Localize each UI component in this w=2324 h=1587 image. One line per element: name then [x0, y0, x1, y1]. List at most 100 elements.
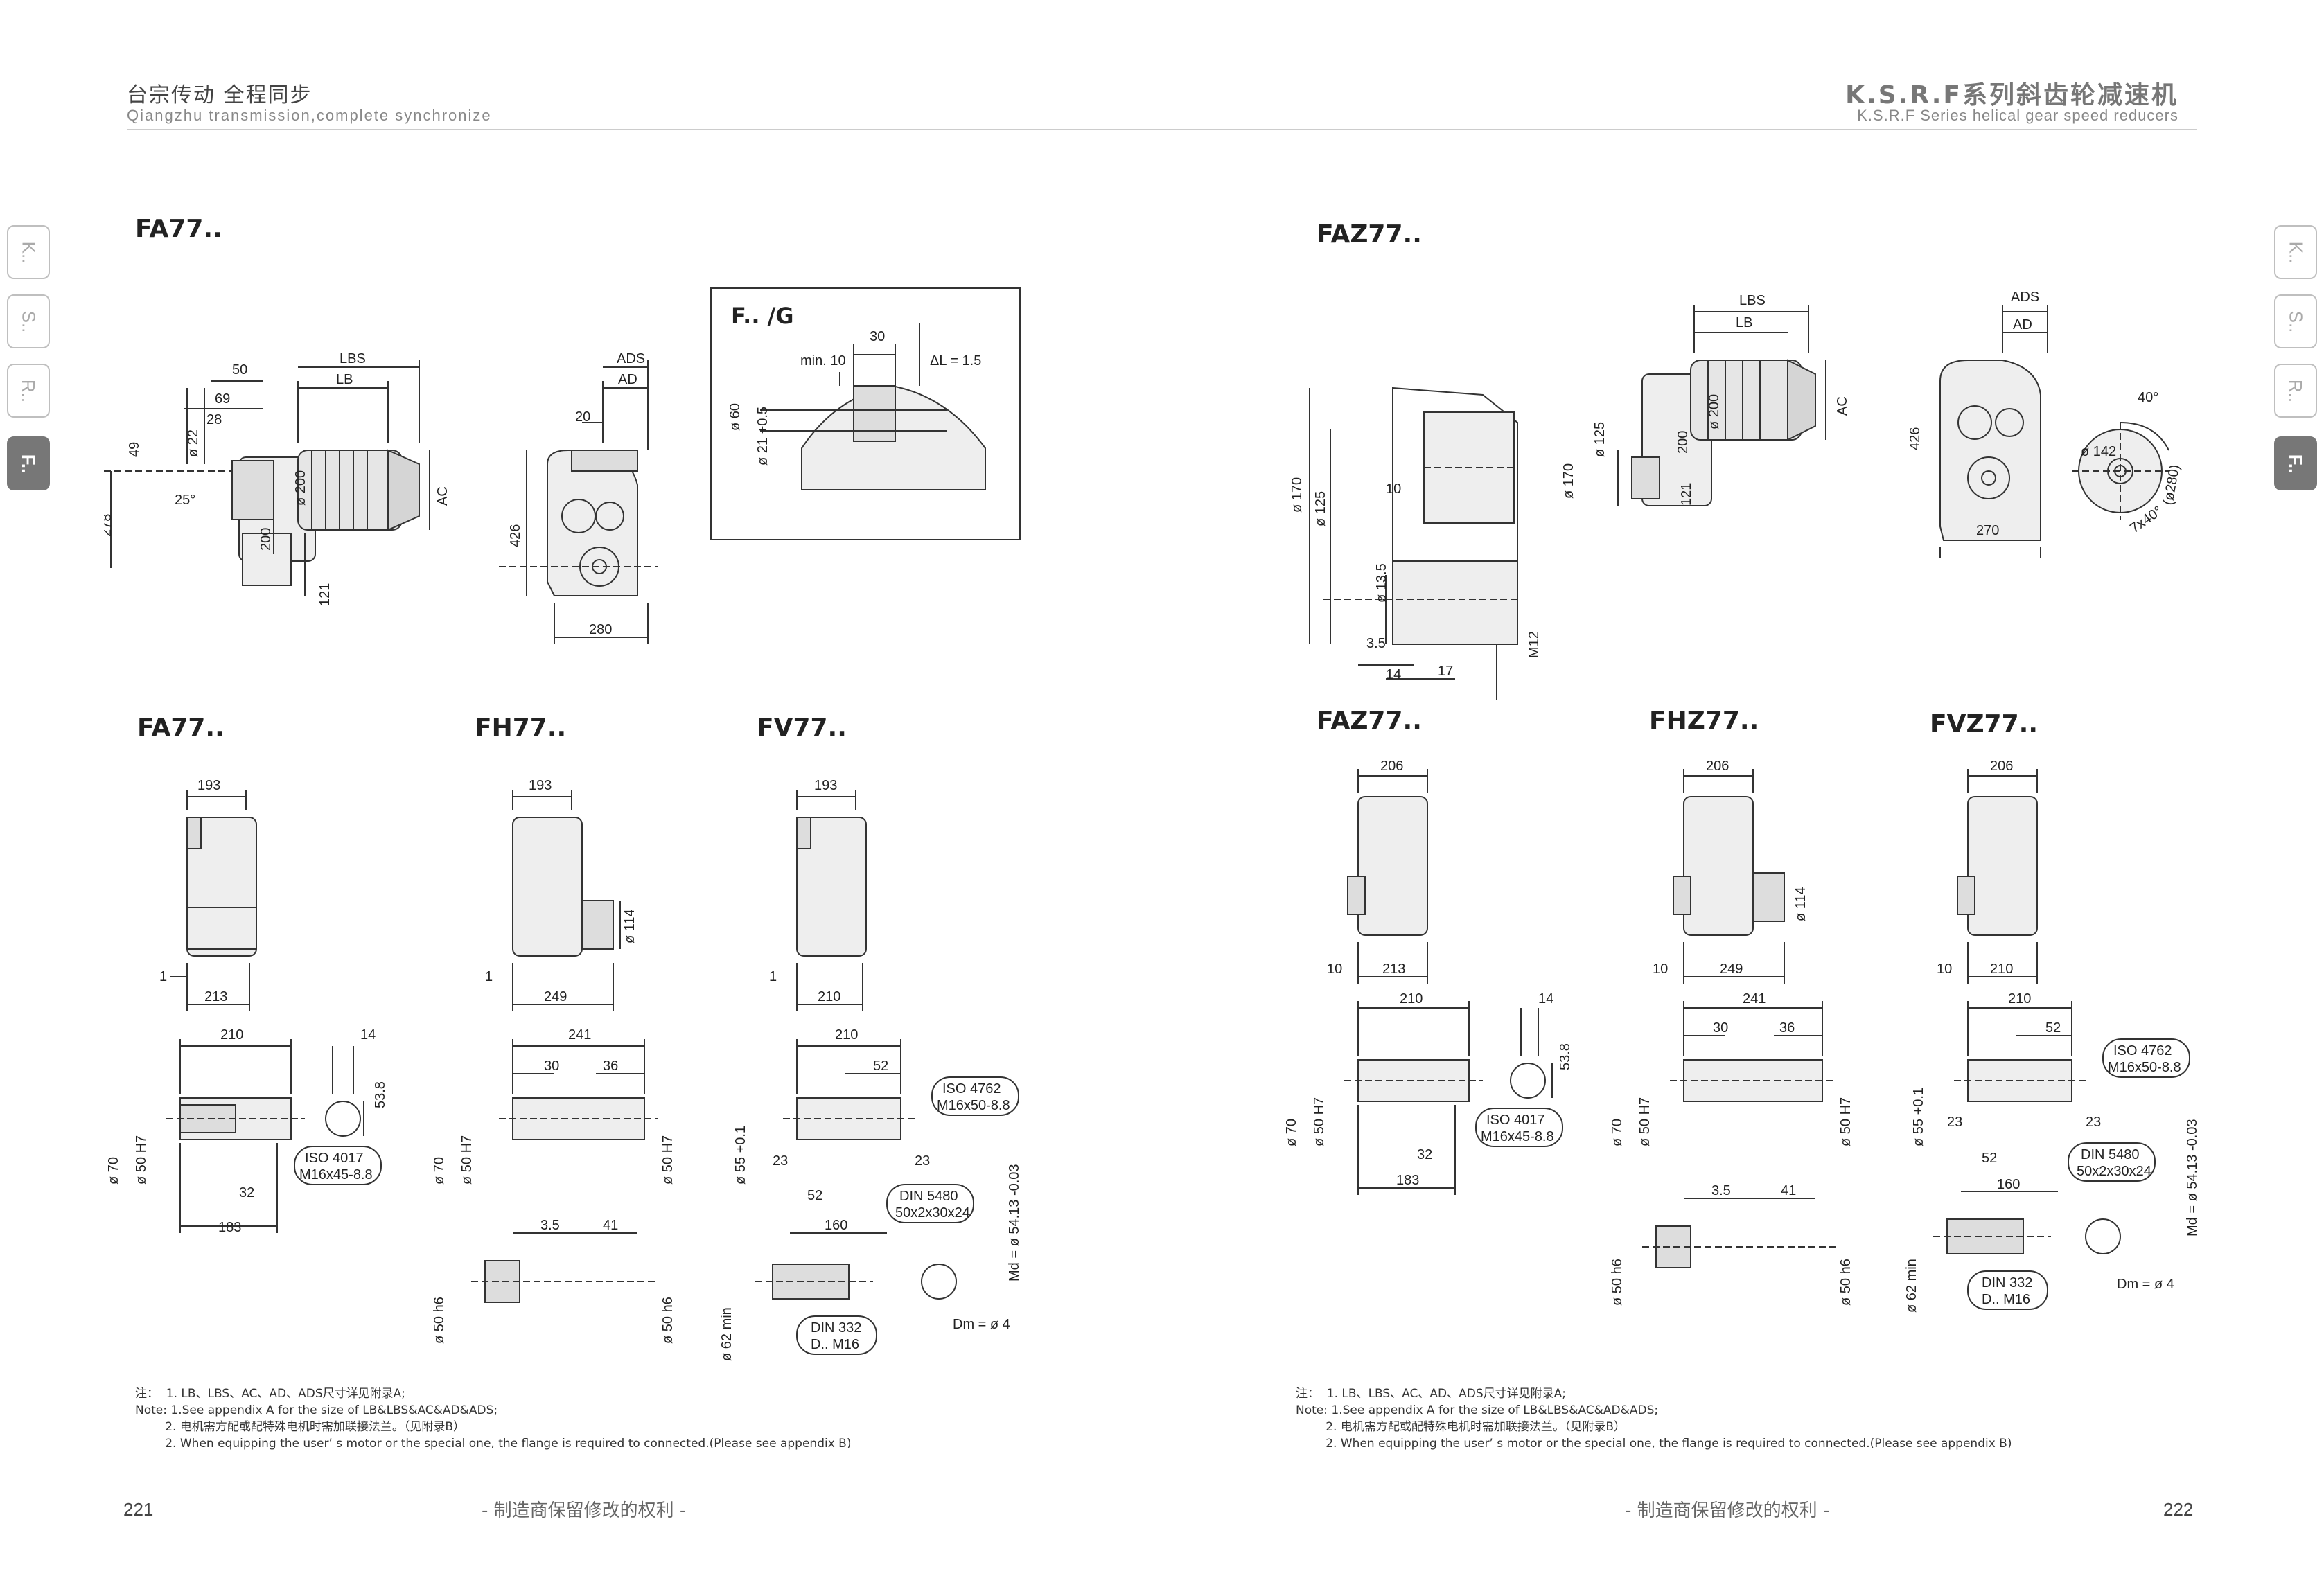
- dim-1-fa: 1: [159, 969, 167, 984]
- dim-210-fv-shaft: 210: [835, 1027, 858, 1043]
- dim-25deg: 25°: [175, 493, 195, 508]
- fa77-gear-view: 193 1 213: [104, 769, 312, 1025]
- label-iso4017-fa: ISO 4017: [305, 1151, 364, 1166]
- dim-1-fv: 1: [769, 969, 777, 984]
- dim-d70-fa: ø 70: [106, 1157, 121, 1185]
- dim-210-fa-shaft: 210: [220, 1027, 243, 1043]
- label-fg: F.. /G: [731, 303, 794, 329]
- dim-121-faz: 121: [1679, 483, 1694, 506]
- dim-d50h6-fh: ø 50 h6: [432, 1297, 447, 1344]
- dim-35-fhz: 3.5: [1711, 1183, 1731, 1198]
- side-tab-k-left[interactable]: K..: [7, 225, 50, 279]
- fh77-shaft-detail: 241 30 36 ø 70 ø 50 H7 ø 50 H7 3.5 41 ø …: [430, 1018, 693, 1372]
- dim-35-fh: 3.5: [540, 1218, 560, 1233]
- dim-d70-faz: ø 70: [1284, 1119, 1299, 1146]
- dim-d62-fv: ø 62 min: [719, 1307, 734, 1361]
- dim-210-fvz: 210: [1990, 961, 2013, 977]
- dim-30-fh: 30: [544, 1058, 559, 1074]
- rights-left: - 制造商保留修改的权利 -: [482, 1500, 687, 1521]
- dim-d70-fh: ø 70: [432, 1157, 447, 1185]
- dim-241-fhz: 241: [1743, 991, 1766, 1007]
- dim-23-fvz: 23: [1947, 1115, 1962, 1130]
- dim-d55-fv: ø 55 +0.1: [733, 1126, 748, 1185]
- faz77-front-view: ADS AD 426 270 40° ø 142 (ø280) 7x40°: [1899, 284, 2190, 561]
- dim-d200-faz: ø 200: [1707, 394, 1722, 429]
- label-fv77: FV77..: [757, 713, 847, 742]
- dim-d21: ø 21 +0.5: [755, 407, 771, 466]
- dim-d125: ø 125: [1313, 491, 1328, 526]
- dim-280: 280: [589, 622, 612, 637]
- label-m16x50-fv: M16x50-8.8: [937, 1098, 1010, 1113]
- dim-10-faz: 10: [1327, 961, 1342, 977]
- dim-d170-faz: ø 170: [1561, 463, 1576, 499]
- dim-d135: ø 13.5: [1374, 563, 1389, 603]
- dim-426-faz: 426: [1908, 427, 1923, 450]
- label-din332v-fv: D.. M16: [811, 1337, 859, 1352]
- dim-d170: ø 170: [1289, 477, 1305, 513]
- dim-1-fh: 1: [485, 969, 493, 984]
- dim-md-fvz: Md = ø 54.13 -0.03: [2185, 1119, 2200, 1236]
- dim-m12: M12: [1526, 631, 1542, 658]
- fvz77-gear-view: 206 10 210: [1919, 755, 2099, 1004]
- dim-dm-fvz: Dm = ø 4: [2117, 1277, 2174, 1292]
- dim-270: 270: [1976, 523, 1999, 538]
- side-tab-r-left[interactable]: R..: [7, 364, 50, 418]
- fv77-gear-view: 193 1 210: [714, 769, 922, 1025]
- dim-14-fa-shaft: 14: [360, 1027, 376, 1043]
- dim-10-fvz: 10: [1937, 961, 1952, 977]
- dim-d50h7-fa: ø 50 H7: [134, 1135, 149, 1185]
- side-tab-s-left[interactable]: S..: [7, 294, 50, 348]
- side-tab-s-right[interactable]: S..: [2274, 294, 2317, 348]
- dim-lb-faz: LB: [1736, 315, 1752, 330]
- fv77-shaft-detail: 210 52 ø 55 +0.1 23 23 52 160 ø 62 min M…: [714, 1018, 1032, 1372]
- dim-193-fv: 193: [814, 778, 837, 793]
- faz77-side-view: LBS LB AC ø 200 200 ø 125 ø 170 121: [1552, 284, 1864, 520]
- label-m16x45-fa: M16x45-8.8: [299, 1167, 373, 1182]
- faz77-shaft-detail: 210 14 53.8 ø 70 ø 50 H7 32 183 ISO 4017…: [1282, 991, 1587, 1205]
- dim-160-fvz: 160: [1997, 1177, 2020, 1192]
- dim-20: 20: [575, 409, 590, 425]
- dim-d50h7-fh-r: ø 50 H7: [660, 1135, 676, 1185]
- dim-23-fvz-r: 23: [2086, 1115, 2101, 1130]
- faz77-gear-view: 206 10 213: [1296, 755, 1490, 1004]
- side-tab-r-right[interactable]: R..: [2274, 364, 2317, 418]
- fg-inset-box: F.. /G min. 10 30 ΔL = 1.5 ø 60 ø 21 +0.…: [710, 287, 1021, 540]
- dim-213-faz: 213: [1382, 961, 1405, 977]
- dim-193-fh: 193: [529, 778, 552, 793]
- dim-32-faz: 32: [1417, 1147, 1432, 1162]
- dim-d50h7-fhz-r: ø 50 H7: [1838, 1097, 1854, 1146]
- dim-52-fvz-b: 52: [1982, 1151, 1997, 1166]
- dim-35: 3.5: [1366, 636, 1386, 651]
- label-din332v-fvz: D.. M16: [1982, 1292, 2030, 1307]
- dim-d125-faz: ø 125: [1592, 422, 1608, 457]
- label-faz77-top: FAZ77..: [1317, 220, 1422, 249]
- dim-206-fvz: 206: [1990, 759, 2013, 774]
- label-din332-fv: DIN 332: [811, 1320, 861, 1336]
- dim-md-fv: Md = ø 54.13 -0.03: [1007, 1164, 1022, 1282]
- dim-d50h6-fhz-r: ø 50 h6: [1838, 1259, 1854, 1306]
- header-right-en: K.S.R.F Series helical gear speed reduce…: [1857, 107, 2178, 124]
- dim-d50h6-fh-r: ø 50 h6: [660, 1297, 676, 1344]
- dim-d50h7-faz: ø 50 H7: [1312, 1097, 1327, 1146]
- dim-ads-faz: ADS: [2011, 290, 2039, 305]
- dim-28: 28: [206, 412, 222, 427]
- dim-538-fa: 53.8: [373, 1081, 388, 1108]
- dim-183-faz: 183: [1396, 1173, 1419, 1188]
- dim-183-fa: 183: [218, 1220, 241, 1235]
- dim-14: 14: [1386, 667, 1401, 682]
- dim-dm-fv: Dm = ø 4: [953, 1317, 1010, 1332]
- side-tab-f-left[interactable]: F..: [7, 436, 50, 490]
- label-fa77-top: FA77..: [135, 215, 222, 243]
- dim-193-fa: 193: [197, 778, 220, 793]
- dim-ac: AC: [435, 486, 450, 506]
- dim-52-fvz: 52: [2045, 1020, 2061, 1036]
- header-left-cn: 台宗传动 全程同步: [127, 83, 312, 107]
- header-divider: [127, 129, 2197, 130]
- dim-min10: min. 10: [800, 353, 846, 369]
- label-fh77: FH77..: [475, 713, 567, 742]
- side-tab-k-right[interactable]: K..: [2274, 225, 2317, 279]
- dim-d55-fvz: ø 55 +0.1: [1911, 1088, 1926, 1146]
- side-tab-f-right[interactable]: F..: [2274, 436, 2317, 490]
- fvz77-shaft-detail: 210 52 ø 55 +0.1 23 23 52 160 ø 62 min M…: [1899, 991, 2210, 1316]
- dim-206-fhz: 206: [1706, 759, 1729, 774]
